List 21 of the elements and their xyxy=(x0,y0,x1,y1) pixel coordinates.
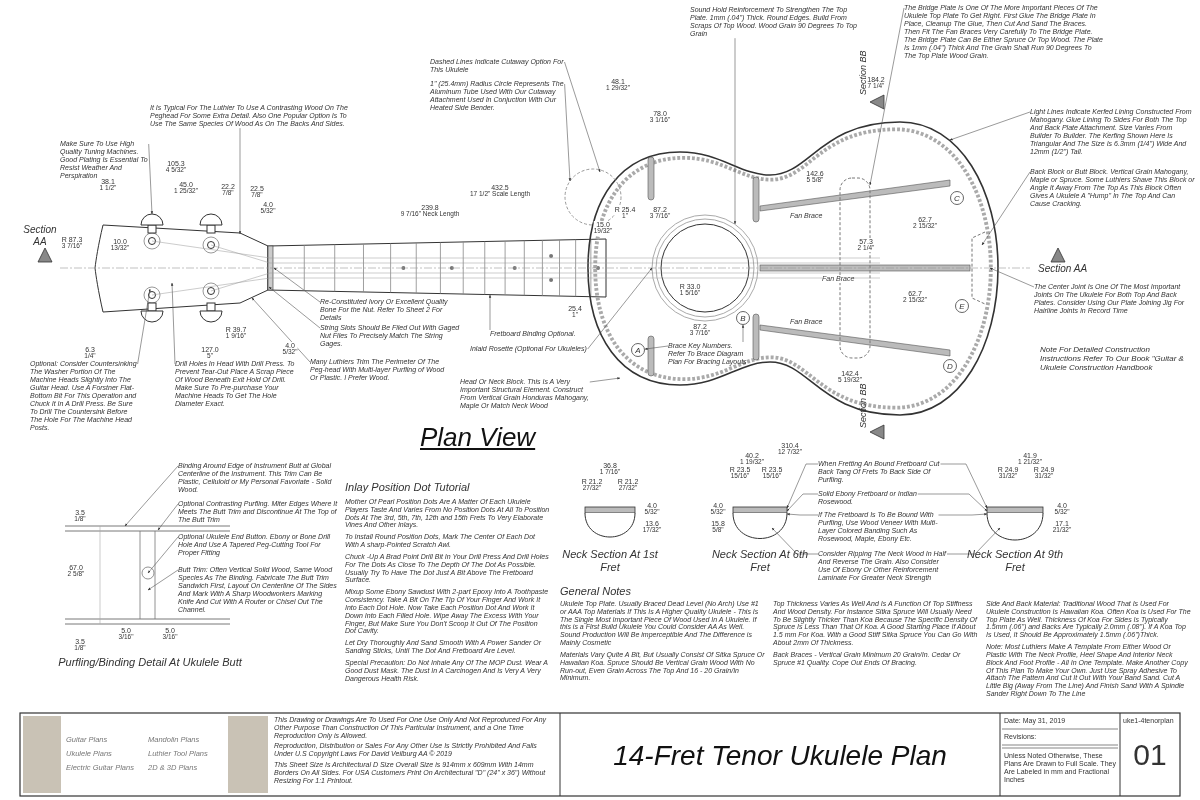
view-title: Plan View xyxy=(420,423,536,453)
section-label: Section BB xyxy=(858,383,869,428)
section-label: Section AA xyxy=(1038,263,1088,275)
section-caption: Neck Section At 6th Fret xyxy=(710,548,810,574)
neck-section-drawing xyxy=(732,506,788,539)
neck-section-drawing xyxy=(986,506,1044,541)
heading: Inlay Position Dot Tutorial xyxy=(345,481,471,494)
sheet-number: 01 xyxy=(1132,738,1168,773)
sheet-title: 14-Fret Tenor Ukulele Plan xyxy=(612,740,948,773)
brace-key-callout: E xyxy=(955,299,969,313)
section-label: Section AA xyxy=(22,224,58,247)
note-text: Note For Detailed Construction Instructions Refer To Our Book "Guitar & Ukulele Construction Handbook xyxy=(1040,345,1185,373)
heading: General Notes xyxy=(560,585,632,598)
brace-key-callout: C xyxy=(950,191,964,205)
section-label: Section BB xyxy=(858,50,868,95)
brace-key-callout: B xyxy=(736,311,750,325)
section-caption: Purfling/Binding Detail At Ukulele Butt xyxy=(57,656,243,669)
brace-key-callout: A xyxy=(631,343,645,357)
section-caption: Neck Section At 1st Fret xyxy=(561,548,659,574)
section-caption: Neck Section At 9th Fret xyxy=(965,548,1065,574)
brace-key-callout: D xyxy=(943,359,957,373)
